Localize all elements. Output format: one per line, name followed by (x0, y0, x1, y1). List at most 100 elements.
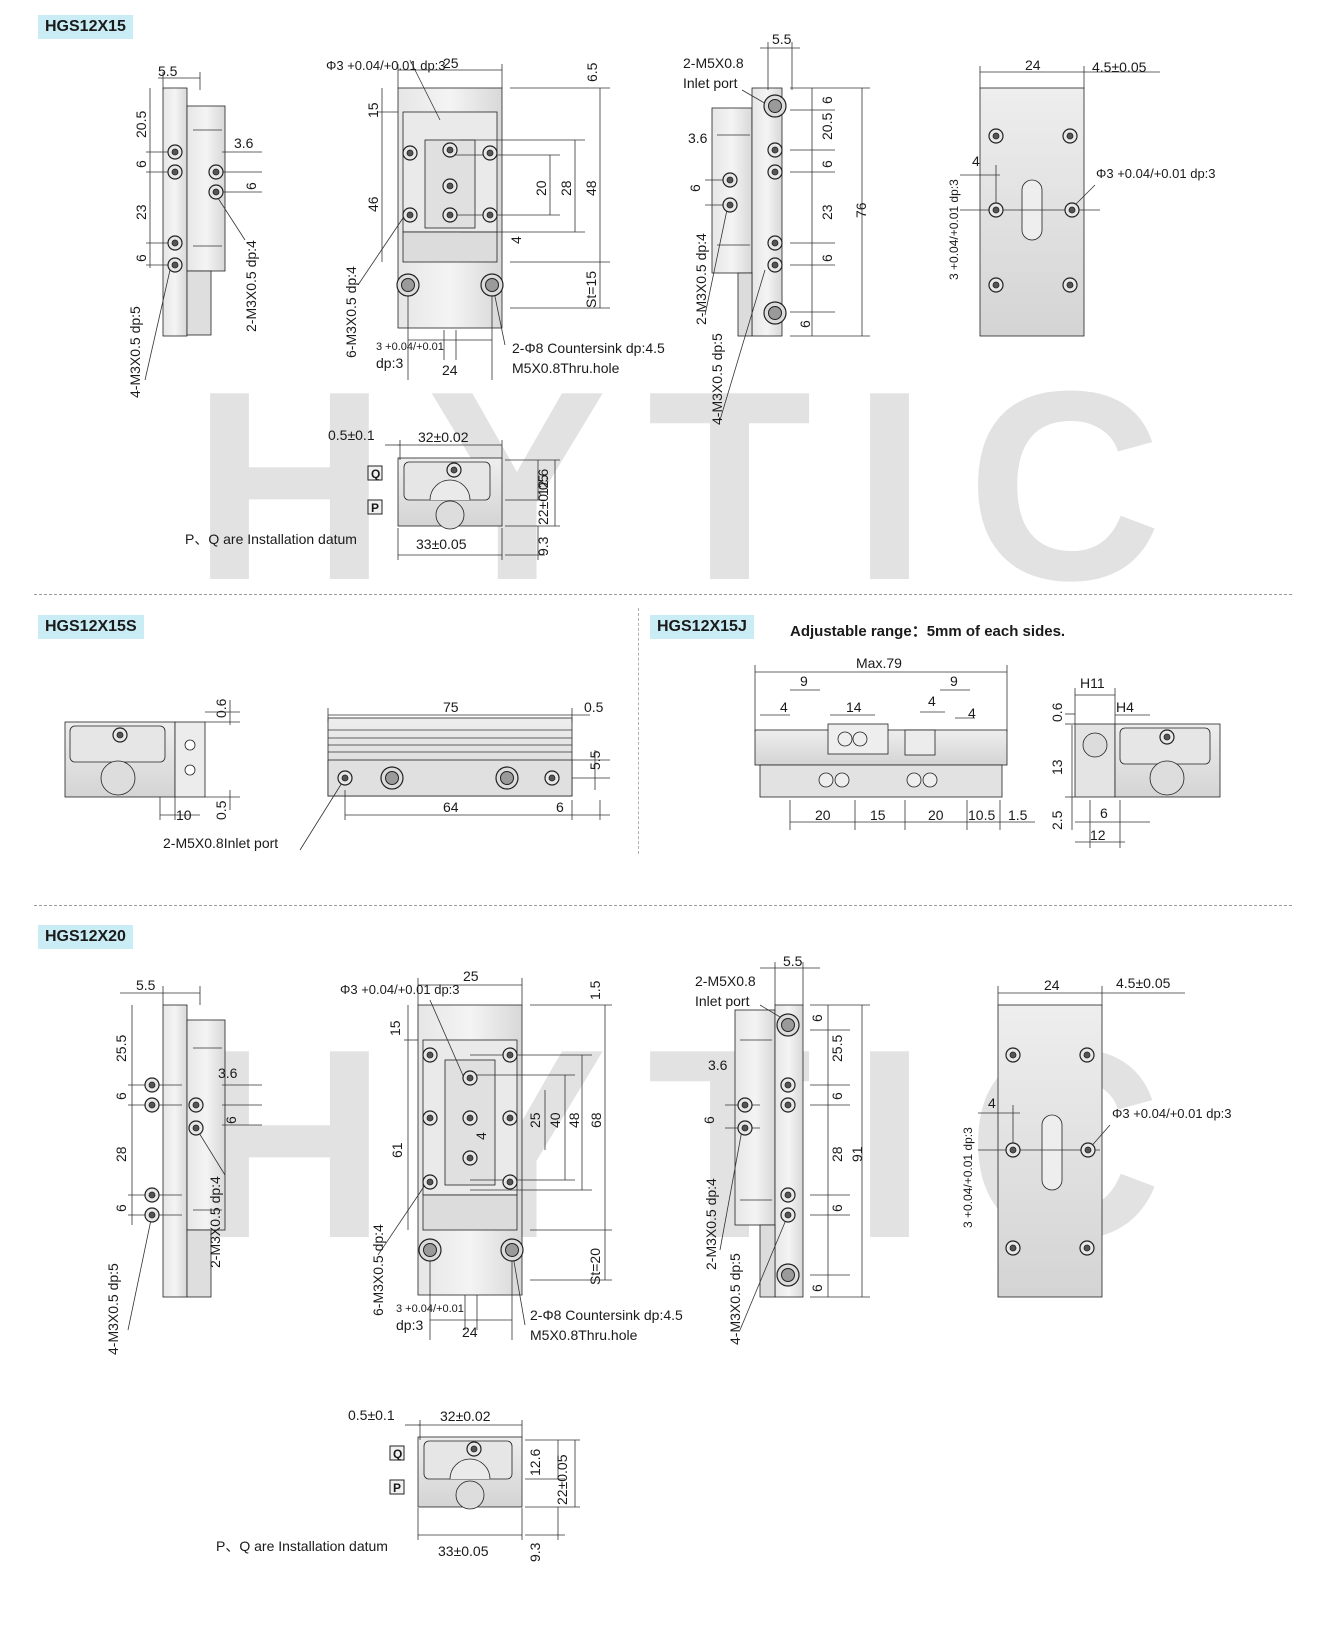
s1-v2-d20: 20 (533, 180, 549, 196)
section-title-hgs12x15: HGS12X15 (38, 15, 133, 39)
s1-v5-p: P (371, 501, 379, 515)
s1-v1-d4: 6 (133, 254, 149, 262)
s1-v3-total: 76 (853, 202, 869, 218)
s3-v1-g4: 10.5 (968, 807, 995, 823)
s1-v4-tol: 3 +0.04/+0.01 dp:3 (947, 179, 961, 280)
s1-v2-h2: 46 (365, 196, 381, 212)
s1-v3-d5: 6 (819, 254, 835, 262)
s2-v1-b: 0.5 (213, 800, 229, 820)
s2-v2-r: 6 (556, 799, 564, 815)
s1-v3-hole-b: 4-M3X0.5 dp:5 (709, 333, 725, 425)
s1-v3-d36: 3.6 (688, 130, 708, 146)
s4-v5-datum: P、Q are Installation datum (216, 1538, 388, 1554)
s4-v2-cs: 2-Φ8 Countersink dp:4.5 (530, 1307, 683, 1323)
s1-v5-h2: 22±0.05 (535, 474, 551, 525)
s4-v3-d5: 6 (829, 1204, 845, 1212)
s3-v1-b: 9 (950, 673, 958, 689)
s1-v1-d2: 6 (133, 160, 149, 168)
s4-v2-w24: 24 (462, 1324, 478, 1340)
s4-v5-h3: 9.3 (527, 1542, 543, 1562)
s4-v2-t: 1.5 (587, 980, 603, 1000)
s1-v1-d6: 6 (243, 182, 259, 190)
separator-1 (34, 594, 1292, 595)
s1-v3-d6b: 6 (687, 184, 703, 192)
s3-v2-a: 0.6 (1049, 702, 1065, 722)
s1-v3-d4: 23 (819, 204, 835, 220)
s1-v2-st: St=15 (583, 271, 599, 308)
s3-v2-d: 6 (1100, 805, 1108, 821)
s4-v1-d4: 6 (113, 1204, 129, 1212)
s4-v3-d4: 28 (829, 1146, 845, 1162)
s3-v1-g1: 20 (815, 807, 831, 823)
s1-v1-d5: 3.6 (234, 135, 254, 151)
s4-v3-hole-a: 2-M3X0.5 dp:4 (703, 1178, 719, 1270)
separator-vertical (638, 608, 639, 854)
s4-v4-d4: 4 (988, 1095, 996, 1111)
s3-v2-e: 12 (1090, 827, 1106, 843)
s1-v3-d1: 6 (819, 96, 835, 104)
section-title-hgs12x15s: HGS12X15S (38, 615, 144, 639)
s4-v1-top: 5.5 (136, 977, 156, 993)
s4-v4-phi: Φ3 +0.04/+0.01 dp:3 (1112, 1106, 1232, 1121)
s3-v1-a: 9 (800, 673, 808, 689)
s2-v1-a: 0.6 (213, 698, 229, 718)
s4-v1-d6: 6 (223, 1116, 239, 1124)
s1-v1-d3: 23 (133, 204, 149, 220)
s2-v2-e: 0.5 (584, 699, 604, 715)
s4-v3-hole-b: 4-M3X0.5 dp:5 (727, 1253, 743, 1345)
s1-v2-cs: 2-Φ8 Countersink dp:4.5 (512, 340, 665, 356)
s3-v1-e: 4 (928, 693, 936, 709)
s4-v3-total: 91 (849, 1146, 865, 1162)
s4-v1-d3: 28 (113, 1146, 129, 1162)
s3-v1-f: 4 (968, 705, 976, 721)
s4-v2-dp: dp:3 (396, 1317, 423, 1333)
s3-v1-max: Max.79 (856, 655, 902, 671)
s1-v2-phi: Φ3 +0.04/+0.01 dp:3 (326, 58, 446, 73)
s4-v2-tol: 3 +0.04/+0.01 (396, 1303, 464, 1315)
s4-v2-h2: 61 (389, 1142, 405, 1158)
s4-v3-d6: 6 (809, 1284, 825, 1292)
s3-v1-g3: 20 (928, 807, 944, 823)
s4-v3-d6b: 6 (701, 1116, 717, 1124)
s1-v2-thru: M5X0.8Thru.hole (512, 360, 620, 376)
s2-v2-p: 64 (443, 799, 459, 815)
s2-v2-port: 2-M5X0.8Inlet port (163, 835, 278, 851)
s3-v1-c: 4 (780, 699, 788, 715)
s4-v5-b: 32±0.02 (440, 1408, 491, 1424)
s1-v5-h1: 12.6 (535, 469, 551, 496)
s1-v3-d2: 20.5 (819, 113, 835, 140)
s4-v5-p: P (393, 1481, 401, 1495)
s2-v2-w: 75 (443, 699, 459, 715)
s1-v4-d4: 4 (972, 153, 980, 169)
s1-v3-d6: 6 (797, 320, 813, 328)
s4-v4-off: 4.5±0.05 (1116, 975, 1171, 991)
s1-v1-hole-a: 4-M3X0.5 dp:5 (127, 306, 143, 398)
s1-v1-hole-b: 2-M3X0.5 dp:4 (243, 240, 259, 332)
separator-2 (34, 905, 1292, 906)
s4-v3-d3: 6 (829, 1092, 845, 1100)
s4-v2-phi: Φ3 +0.04/+0.01 dp:3 (340, 982, 460, 997)
s1-v3-hole-a: 2-M3X0.5 dp:4 (693, 233, 709, 325)
s4-v5-h1: 12.6 (527, 1449, 543, 1476)
s4-v3-d36: 3.6 (708, 1057, 728, 1073)
s4-v1-d1: 25.5 (113, 1035, 129, 1062)
s4-v3-d1: 6 (809, 1014, 825, 1022)
s4-v3-port2: Inlet port (695, 993, 750, 1009)
s4-v1-hole-b: 2-M3X0.5 dp:4 (207, 1176, 223, 1268)
s4-v2-d4: 4 (473, 1132, 489, 1140)
s1-v3-d3: 6 (819, 160, 835, 168)
s3-v1-d: 14 (846, 699, 862, 715)
s1-v5-datum: P、Q are Installation datum (185, 531, 357, 547)
s1-v2-dp: dp:3 (376, 355, 403, 371)
s4-v1-d2: 6 (113, 1092, 129, 1100)
s4-v4-w: 24 (1044, 977, 1060, 993)
s4-v5-w: 33±0.05 (438, 1543, 489, 1559)
s4-v2-d25: 25 (527, 1112, 543, 1128)
s1-v2-d4: 4 (508, 236, 524, 244)
s4-v2-w: 25 (463, 968, 479, 984)
s4-v1-hole-a: 4-M3X0.5 dp:5 (105, 1263, 121, 1355)
s1-v2-t: 6.5 (584, 62, 600, 82)
s1-v2-w: 25 (443, 55, 459, 71)
s3-v2-h11: H11 (1080, 675, 1105, 691)
s1-v3-port2: Inlet port (683, 75, 738, 91)
